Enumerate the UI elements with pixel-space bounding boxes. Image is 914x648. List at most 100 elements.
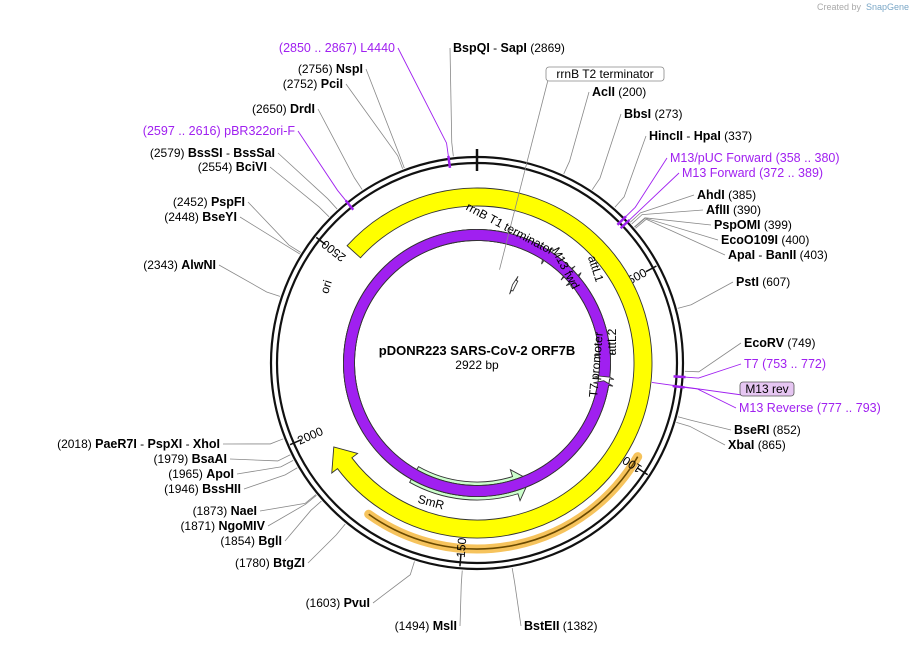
- primer-label-part: M13 Reverse: [739, 401, 813, 415]
- site-leader: [591, 113, 622, 191]
- primer-label: M13 Forward (372 .. 389): [682, 166, 823, 180]
- site-label-part: (1946): [164, 482, 199, 496]
- site-leader: [267, 494, 317, 527]
- primer-label-part: M13 Forward: [682, 166, 756, 180]
- site-leader: [563, 91, 590, 175]
- site-label-part: -: [223, 146, 234, 160]
- site-label-part: (852): [773, 423, 801, 437]
- site-label: (1873) NaeI: [193, 504, 257, 518]
- site-label-part: (1965): [168, 467, 203, 481]
- site-leader: [676, 421, 726, 446]
- site-label: PstI (607): [736, 275, 790, 289]
- site-label-part: (2018): [57, 437, 92, 451]
- site-label-part: (865): [758, 438, 786, 452]
- site-label: (1854) BglI: [220, 534, 282, 548]
- site-label-part: (273): [654, 107, 682, 121]
- site-label-part: (749): [787, 336, 815, 350]
- credit: Created by SnapGene: [817, 2, 909, 12]
- smr-highlight-line: [368, 456, 639, 550]
- site-label-part: -: [683, 129, 694, 143]
- site-leader: [459, 570, 463, 627]
- primer-label-part: (2850 .. 2867): [279, 41, 357, 55]
- site-label-part: (1979): [154, 452, 189, 466]
- features: [331, 187, 653, 539]
- primer-mark: [616, 215, 627, 226]
- site-label-part: (2756): [298, 62, 333, 76]
- site-label: EcoRV (749): [744, 336, 815, 350]
- site-label-part: (1854): [220, 534, 255, 548]
- site-label-part: (200): [618, 85, 646, 99]
- site-leader: [239, 216, 301, 255]
- site-label: (2756) NspI: [298, 62, 363, 76]
- plasmid-size: 2922 bp: [455, 358, 499, 372]
- primer-label: M13/pUC Forward (358 .. 380): [670, 151, 840, 165]
- site-label-part: (1780): [235, 556, 270, 570]
- site-label: (1979) BsaAI: [154, 452, 227, 466]
- site-leader: [634, 217, 712, 228]
- site-label-part: (403): [800, 248, 828, 262]
- boxed-leader: [651, 382, 743, 396]
- boxed-leader: [499, 79, 549, 270]
- site-label-part: BsaAI: [192, 452, 227, 466]
- ori-label: ori: [318, 278, 335, 295]
- site-label: EcoO109I (400): [721, 233, 809, 247]
- site-label-part: HincII: [649, 129, 683, 143]
- site-label-part: (390): [733, 203, 761, 217]
- site-label-part: (1871): [180, 519, 215, 533]
- site-label-part: (399): [764, 218, 792, 232]
- primer-labels: (2850 .. 2867) L4440(2597 .. 2616) pBR32…: [143, 41, 881, 415]
- site-leader: [628, 172, 680, 221]
- site-label-part: -: [137, 437, 148, 451]
- site-leader: [345, 83, 404, 169]
- site-label-part: (2752): [283, 77, 318, 91]
- primer-mark: [672, 384, 685, 389]
- site-leader: [614, 135, 647, 208]
- site-leader: [269, 166, 330, 218]
- primer-label-part: (2597 .. 2616): [143, 124, 221, 138]
- tick-mark: [315, 236, 327, 246]
- site-label-part: PstI: [736, 275, 759, 289]
- site-label-part: (607): [762, 275, 790, 289]
- site-label-part: PspFI: [211, 195, 245, 209]
- backbone: [269, 149, 685, 571]
- site-label-part: (2869): [530, 41, 565, 55]
- site-leader: [365, 68, 405, 169]
- site-label: BstEII (1382): [524, 619, 597, 633]
- site-label: (1871) NgoMIV: [180, 519, 265, 533]
- site-label-part: ApoI: [206, 467, 234, 481]
- site-label: (1780) BtgZI: [235, 556, 305, 570]
- site-label-part: (2554): [198, 160, 233, 174]
- site-label-part: BbsI: [624, 107, 651, 121]
- site-leader: [677, 416, 732, 431]
- site-leader: [634, 217, 719, 241]
- site-label-part: (1603): [306, 596, 341, 610]
- primer-label-part: (372 .. 389): [759, 166, 823, 180]
- site-label-part: PspOMI: [714, 218, 761, 232]
- site-label-part: (1873): [193, 504, 228, 518]
- site-leader: [511, 567, 522, 627]
- site-label-part: BstEII: [524, 619, 559, 633]
- site-leader: [307, 523, 346, 564]
- boxed-label: M13 rev: [745, 382, 788, 396]
- site-label: (2448) BseYI: [164, 210, 237, 224]
- site-label-part: BseRI: [734, 423, 769, 437]
- site-label-part: (2579): [150, 146, 185, 160]
- site-label-part: DrdI: [290, 102, 315, 116]
- site-label: (1603) PvuI: [306, 596, 370, 610]
- boxed-label-frame: [739, 381, 795, 397]
- site-label-part: PvuI: [344, 596, 370, 610]
- site-label-part: AflII: [706, 203, 730, 217]
- site-label: AhdI (385): [697, 188, 756, 202]
- site-label-part: (2650): [252, 102, 287, 116]
- site-label-part: XbaI: [728, 438, 754, 452]
- site-label-part: HpaI: [694, 129, 721, 143]
- tick-mark: [645, 265, 657, 273]
- primer-label: (2597 .. 2616) pBR322ori-F: [143, 124, 296, 138]
- site-label-part: PaeR7I: [95, 437, 137, 451]
- site-label: XbaI (865): [728, 438, 786, 452]
- site-label-part: PspXI: [147, 437, 182, 451]
- site-label: BseRI (852): [734, 423, 801, 437]
- center-title: pDONR223 SARS-CoV-2 ORF7B 2922 bp: [379, 343, 575, 372]
- primer-label-part: T7: [744, 357, 759, 371]
